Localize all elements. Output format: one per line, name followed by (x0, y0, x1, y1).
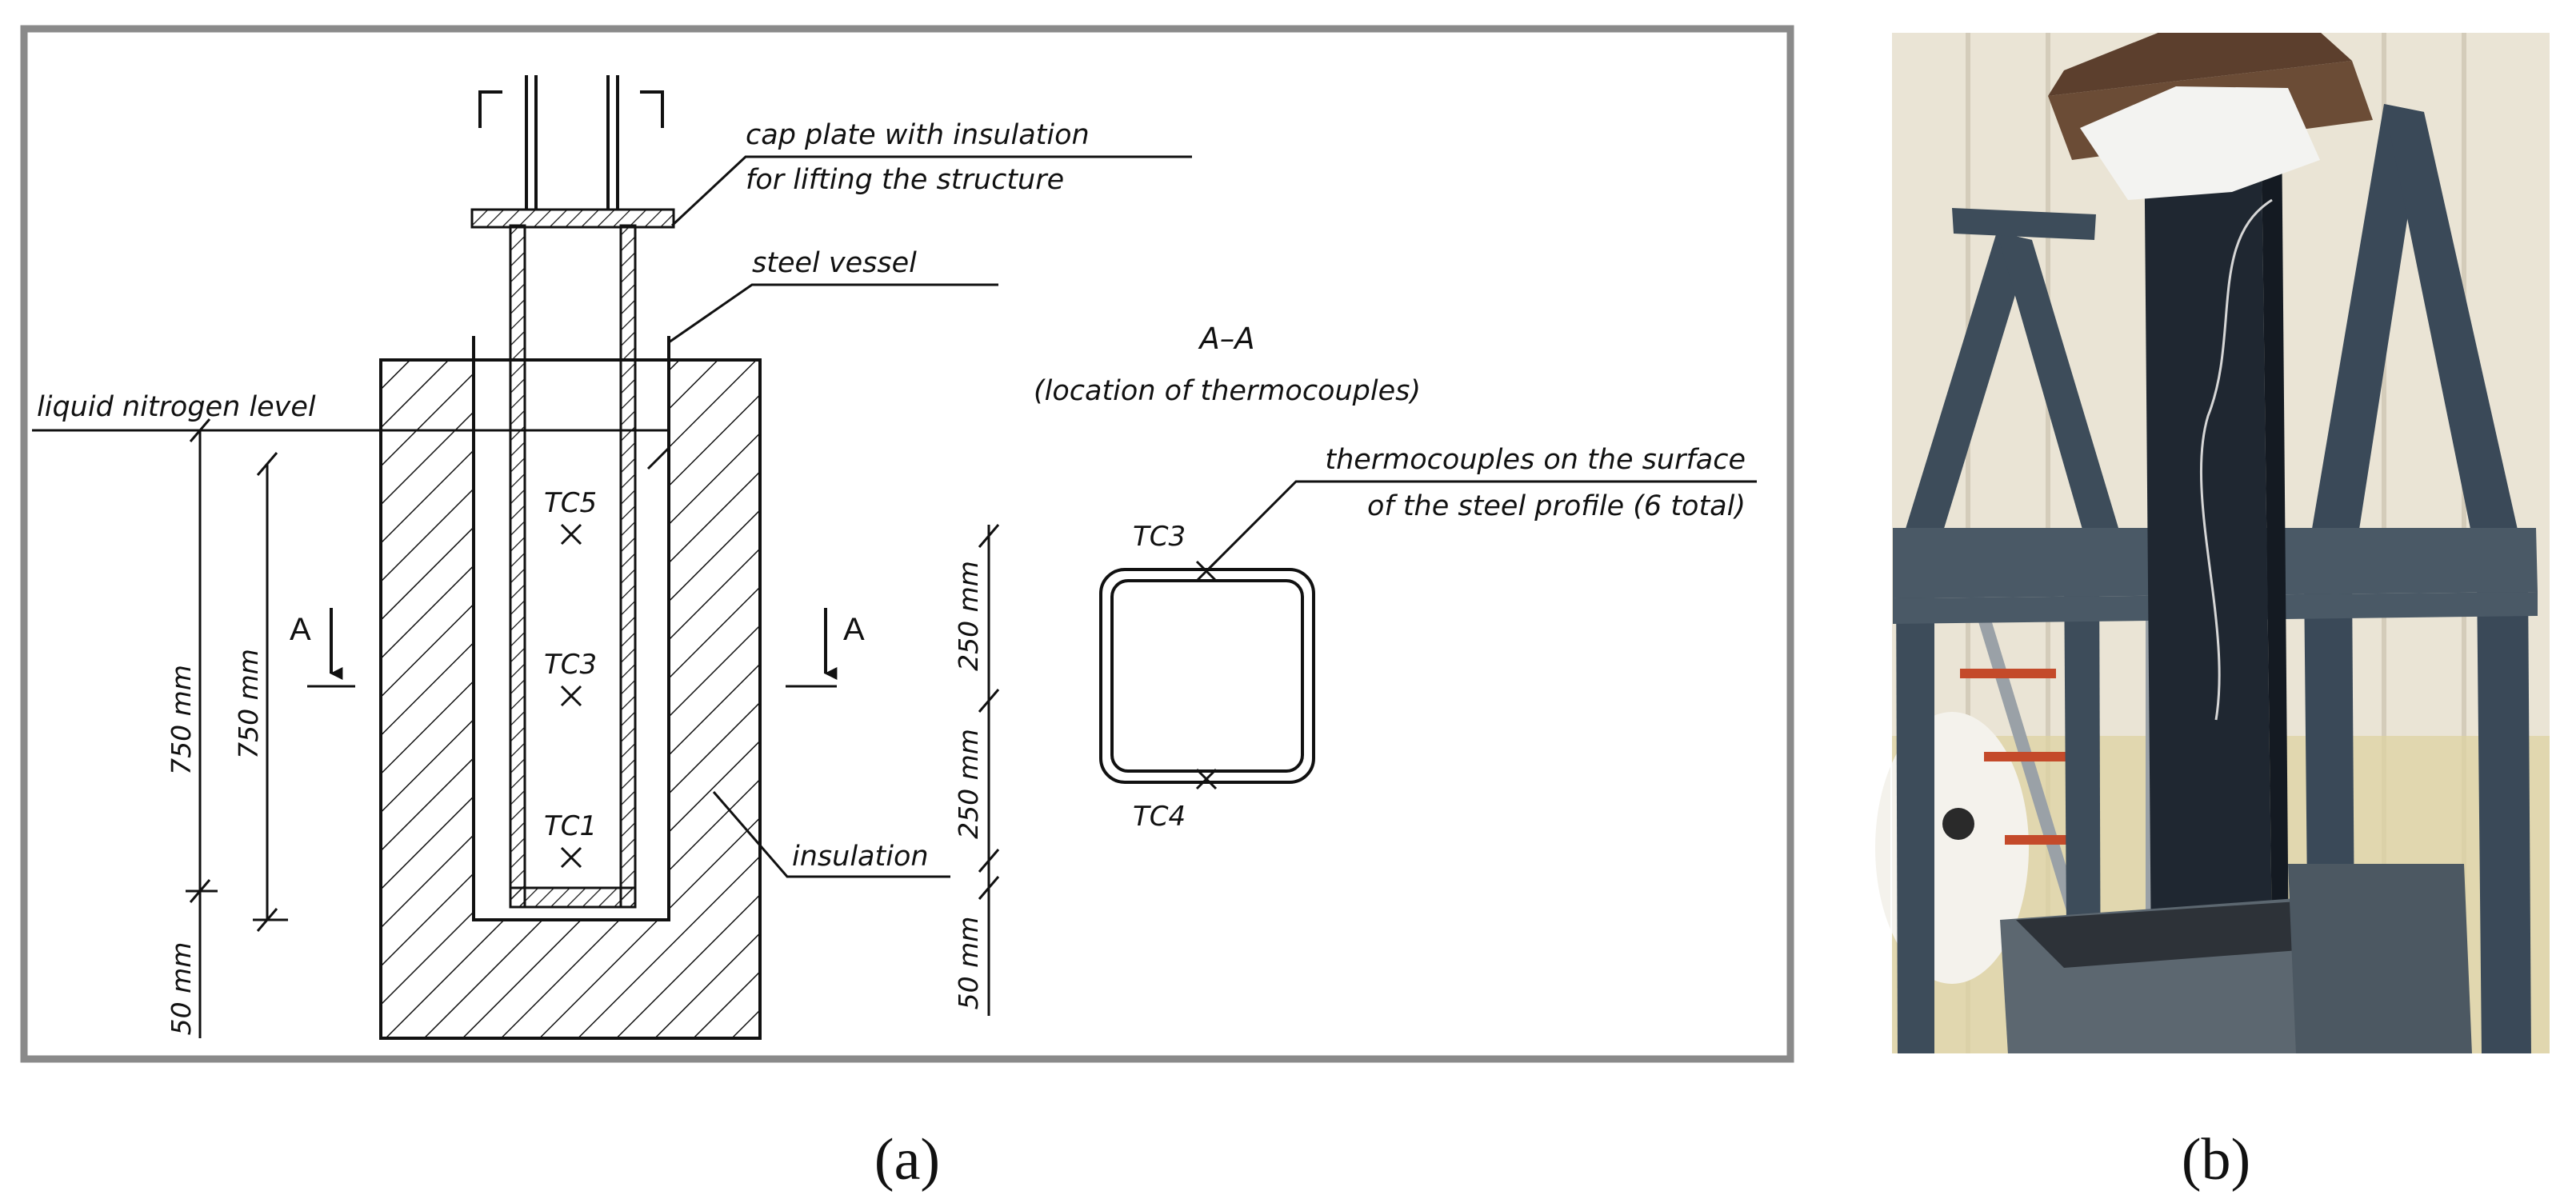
dimension-inner-750: 750 mm (233, 649, 264, 759)
tc5-label: TC5 (544, 487, 597, 519)
cap-plate (470, 208, 675, 229)
tc1-label: TC1 (544, 810, 597, 842)
caption-b: (b) (2182, 1127, 2250, 1193)
section-subtitle: (location of thermocouples) (1034, 375, 1421, 407)
top-bracket-right (640, 90, 664, 128)
section-mark-left: A (290, 608, 355, 688)
leader-insulation (712, 791, 950, 878)
label-cap-plate-line1: cap plate with insulation (746, 119, 1090, 151)
thermocouple-markers (560, 523, 582, 869)
dimension-lines-right (978, 524, 1000, 1016)
section-letter-right: A (843, 612, 865, 647)
label-thermocouples-line1: thermocouples on the surface (1325, 444, 1746, 476)
label-liquid-nitrogen-level: liquid nitrogen level (37, 391, 316, 423)
dimension-right-250-top: 250 mm (953, 561, 984, 671)
caption-a: (a) (874, 1127, 940, 1193)
panel-a: liquid nitrogen level TC5 TC3 TC1 A A (20, 25, 1794, 1193)
leader-steel-vessel (668, 283, 998, 344)
drawing-frame (20, 25, 1794, 1063)
tc3-label: TC3 (544, 649, 597, 681)
leader-cap-plate (670, 155, 1192, 227)
section-mark-right: A (786, 608, 865, 688)
dimension-lines-left (186, 418, 288, 1038)
dimension-right-50: 50 mm (953, 917, 984, 1010)
label-steel-vessel: steel vessel (752, 247, 917, 279)
label-thermocouples-line2: of the steel profile (6 total) (1367, 490, 1746, 522)
dimension-bottom-50: 50 mm (166, 942, 197, 1036)
steel-vessel (472, 336, 670, 920)
section-letter-left: A (290, 612, 311, 647)
panel-b-photo (1875, 31, 2551, 1055)
label-cap-plate-line2: for lifting the structure (746, 164, 1064, 196)
nitrogen-level-tick (646, 446, 670, 470)
leader-thermocouples (1205, 480, 1757, 573)
dimension-outer-750: 750 mm (166, 665, 197, 775)
top-bracket-left (478, 90, 502, 128)
lifting-rods (525, 75, 619, 210)
label-insulation: insulation (792, 841, 929, 873)
tc3-section-label: TC3 (1133, 521, 1186, 553)
tc4-section-label: TC4 (1133, 801, 1186, 833)
section-title: A–A (1198, 322, 1254, 356)
dimension-right-250-bottom: 250 mm (953, 729, 984, 839)
